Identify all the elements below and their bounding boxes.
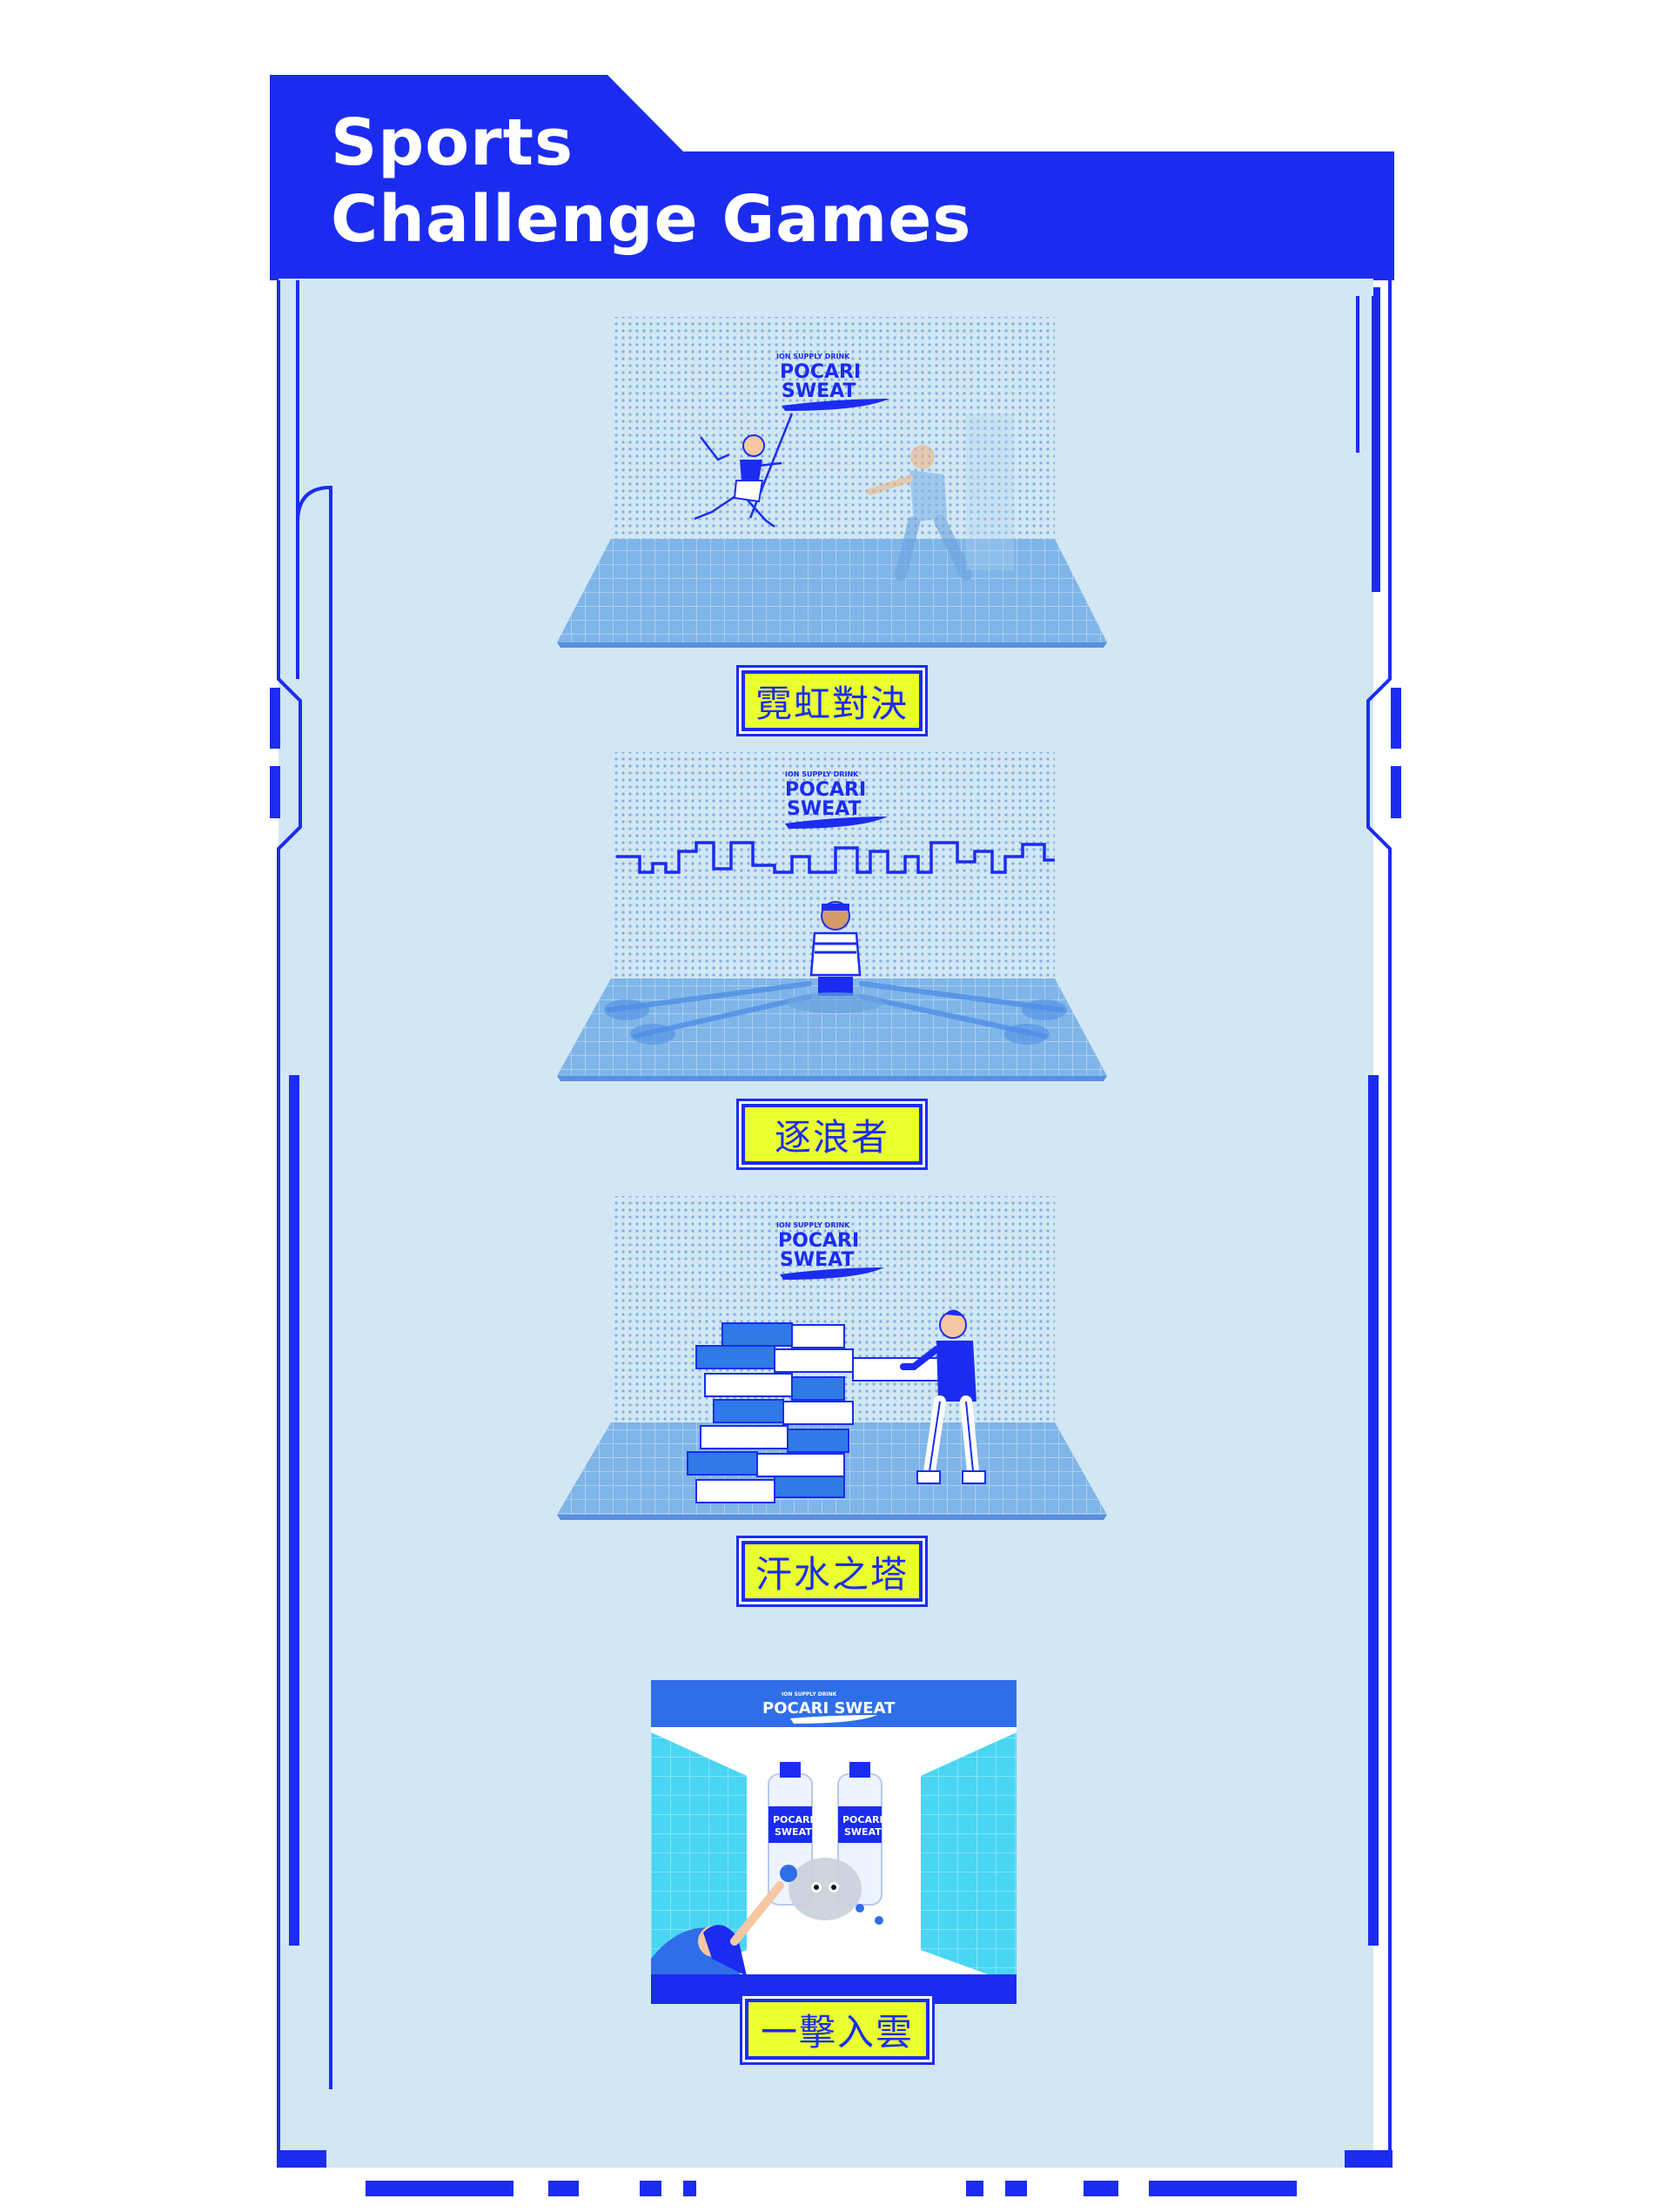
game-label-text: 霓虹對決: [755, 682, 909, 725]
page-title: Sports Challenge Games: [331, 104, 971, 258]
game-label[interactable]: 一擊入雲: [745, 1999, 929, 2060]
page-title-line1: Sports: [331, 105, 574, 180]
brand-line1: POCARI: [778, 1230, 859, 1252]
game-label[interactable]: 逐浪者: [742, 1104, 923, 1165]
bottle-brand-line1: POCARI: [773, 1814, 814, 1825]
tower-scene: ION SUPPLY DRINK POCARI SWEAT: [557, 1196, 1107, 1520]
game-label-text: 汗水之塔: [755, 1552, 909, 1596]
game-card-fencing[interactable]: ION SUPPLY DRINK POCARI SWEAT 霓虹對決: [557, 313, 1114, 731]
fencing-scene: ION SUPPLY DRINK POCARI SWEAT: [557, 317, 1107, 648]
bottle-brand-line1: POCARI: [842, 1814, 883, 1825]
game-label[interactable]: 汗水之塔: [742, 1541, 923, 1602]
page-title-line2: Challenge Games: [331, 182, 972, 257]
game-card-tower[interactable]: ION SUPPLY DRINK POCARI SWEAT: [557, 1193, 1114, 1602]
brand-line2: SWEAT: [780, 1249, 854, 1271]
rowing-scene: ION SUPPLY DRINK POCARI SWEAT: [557, 752, 1107, 1081]
brand-full: POCARI SWEAT: [762, 1699, 896, 1718]
brand-line2: SWEAT: [787, 798, 861, 820]
brand-tagline: ION SUPPLY DRINK: [782, 1691, 837, 1698]
game-label[interactable]: 霓虹對決: [742, 670, 923, 731]
bottle-brand-line2: SWEAT: [844, 1826, 882, 1838]
brand-tagline: ION SUPPLY DRINK: [776, 1221, 850, 1229]
brand-tagline: ION SUPPLY DRINK: [785, 770, 859, 778]
brand-line2: SWEAT: [782, 380, 856, 402]
bottle-brand-line2: SWEAT: [775, 1826, 812, 1838]
throw-scene: ION SUPPLY DRINK POCARI SWEAT POCARI SWE…: [651, 1680, 1017, 2004]
game-label-text: 一擊入雲: [760, 2010, 914, 2054]
brand-line1: POCARI: [780, 361, 861, 383]
brand-tagline: ION SUPPLY DRINK: [776, 353, 850, 360]
game-card-throw[interactable]: ION SUPPLY DRINK POCARI SWEAT POCARI SWE…: [651, 1680, 1017, 2060]
header-tab: [270, 75, 1394, 280]
game-label-text: 逐浪者: [774, 1115, 889, 1159]
game-card-rowing[interactable]: ION SUPPLY DRINK POCARI SWEAT 逐浪者: [557, 749, 1114, 1167]
brand-line1: POCARI: [785, 779, 866, 801]
